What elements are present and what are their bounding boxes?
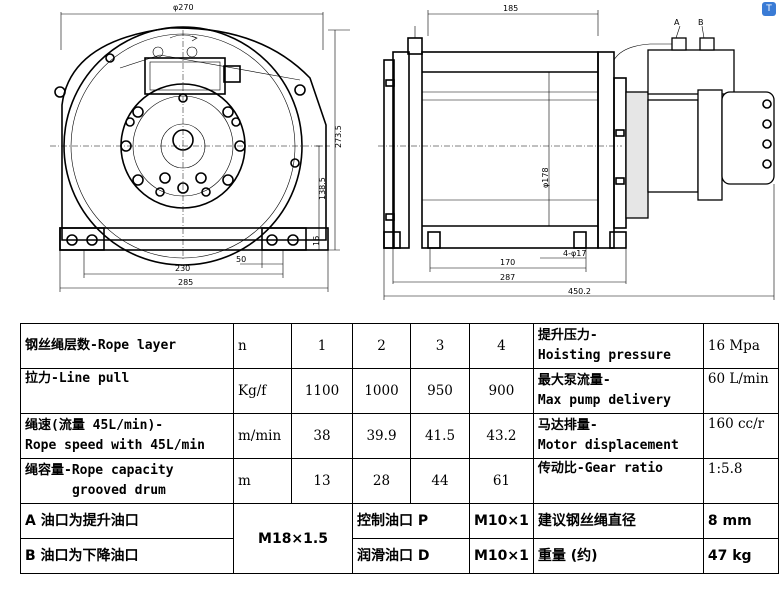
a-port-note: A 油口为提升油口 <box>20 503 234 539</box>
dim-side-base-outer: 287 <box>500 273 515 282</box>
value-cell: 2 <box>352 323 411 369</box>
rope-dia-value: 8 mm <box>702 503 779 539</box>
dim-side-base-inner: 170 <box>500 258 515 267</box>
table-row: 绳速(流量 45L/min)- Rope speed with 45L/min … <box>20 413 779 459</box>
row-unit: m <box>233 458 292 504</box>
dim-front-width-inner: 230 <box>175 264 190 273</box>
row-label: 拉力-Line pull <box>20 368 234 414</box>
value-cell: 38 <box>291 413 353 459</box>
dim-front-diameter: φ270 <box>173 3 194 12</box>
property-value: 60 L/min <box>702 368 779 414</box>
table-row: A 油口为提升油口 M18×1.5 控制油口 P M10×1 建议钢丝绳直径 8… <box>20 503 779 574</box>
port-a-label: A <box>674 18 680 27</box>
translate-icon[interactable]: T <box>762 2 776 16</box>
property-value: 160 cc/r <box>702 413 779 459</box>
property-label: 传动比-Gear ratio <box>532 458 704 504</box>
value-cell: 4 <box>469 323 534 369</box>
row-label: 绳容量-Rope capacity grooved drum <box>20 458 234 504</box>
value-cell: 13 <box>291 458 353 504</box>
rope-dia-label: 建议钢丝绳直径 <box>532 503 704 539</box>
value-cell: 1000 <box>352 368 411 414</box>
table-row: 绳容量-Rope capacity grooved drum m 13 28 4… <box>20 458 779 504</box>
dim-front-height-total: 273.5 <box>334 125 343 148</box>
table-row: 钢丝绳层数-Rope layer n 1 2 3 4 提升压力- Hoistin… <box>20 323 779 369</box>
value-cell: 1 <box>291 323 353 369</box>
property-label: 提升压力- Hoisting pressure <box>532 323 704 369</box>
dim-side-total: 450.2 <box>568 287 591 296</box>
weight-label: 重量 (约) <box>532 538 704 574</box>
property-value: 16 Mpa <box>702 323 779 369</box>
row-unit: n <box>233 323 292 369</box>
row-label: 钢丝绳层数-Rope layer <box>20 323 234 369</box>
value-cell: 43.2 <box>469 413 534 459</box>
side-view: 185 φ178 <box>378 4 775 300</box>
table-row: B 油口为下降油口 润滑油口 D M10×1 重量 (约) 47 kg <box>20 538 779 574</box>
b-port-note: B 油口为下降油口 <box>20 538 234 574</box>
row-unit: Kg/f <box>233 368 292 414</box>
lube-port-value: M10×1 <box>469 538 534 574</box>
row-label: 绳速(流量 45L/min)- Rope speed with 45L/min <box>20 413 234 459</box>
dim-side-holes: 4-φ17 <box>563 249 586 258</box>
dim-front-width-outer: 285 <box>178 278 193 287</box>
table-row: 拉力-Line pull Kg/f 1100 1000 950 900 最大泵流… <box>20 368 779 414</box>
dim-front-slot: 50 <box>236 255 246 264</box>
dim-front-height-center: 138.5 <box>318 177 327 200</box>
control-port-label: 控制油口 P <box>352 503 470 539</box>
port-thread: M18×1.5 <box>233 503 353 574</box>
row-unit: m/min <box>233 413 292 459</box>
value-cell: 3 <box>410 323 470 369</box>
property-label: 最大泵流量- Max pump delivery <box>532 368 704 414</box>
value-cell: 39.9 <box>352 413 411 459</box>
property-value: 1:5.8 <box>702 458 779 504</box>
lube-port-label: 润滑油口 D <box>352 538 470 574</box>
dim-side-drum: 185 <box>503 4 518 13</box>
dim-side-drum-dia: φ178 <box>541 167 550 188</box>
value-cell: 950 <box>410 368 470 414</box>
control-port-value: M10×1 <box>469 503 534 539</box>
value-cell: 44 <box>410 458 470 504</box>
winch-technical-drawing: φ270 <box>50 3 775 300</box>
port-b-label: B <box>698 18 704 27</box>
spec-table: 钢丝绳层数-Rope layer n 1 2 3 4 提升压力- Hoistin… <box>20 323 779 574</box>
dim-front-base: 16 <box>312 236 321 246</box>
weight-value: 47 kg <box>702 538 779 574</box>
value-cell: 900 <box>469 368 534 414</box>
front-view: φ270 <box>50 3 350 292</box>
value-cell: 61 <box>469 458 534 504</box>
value-cell: 28 <box>352 458 411 504</box>
value-cell: 1100 <box>291 368 353 414</box>
property-label: 马达排量- Motor displacement <box>532 413 704 459</box>
value-cell: 41.5 <box>410 413 470 459</box>
